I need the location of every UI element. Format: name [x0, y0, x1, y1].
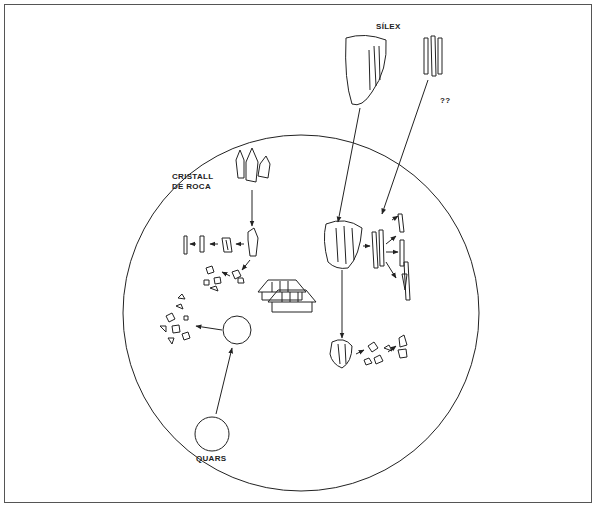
quartz-pebble [195, 417, 229, 451]
flint-blades [424, 36, 442, 76]
rock-crystal [236, 148, 270, 182]
label-text: SÍLEX [376, 22, 401, 32]
label-text: CRISTALL DE ROCA [172, 172, 224, 192]
label-text: QUARS [196, 454, 226, 464]
quartz-pebble [223, 316, 251, 344]
site-circle [123, 135, 479, 491]
label-text: ?? [440, 96, 450, 106]
houses [258, 280, 316, 312]
frame [5, 5, 592, 503]
flint-nodule [346, 35, 387, 104]
flint-core [324, 221, 362, 269]
